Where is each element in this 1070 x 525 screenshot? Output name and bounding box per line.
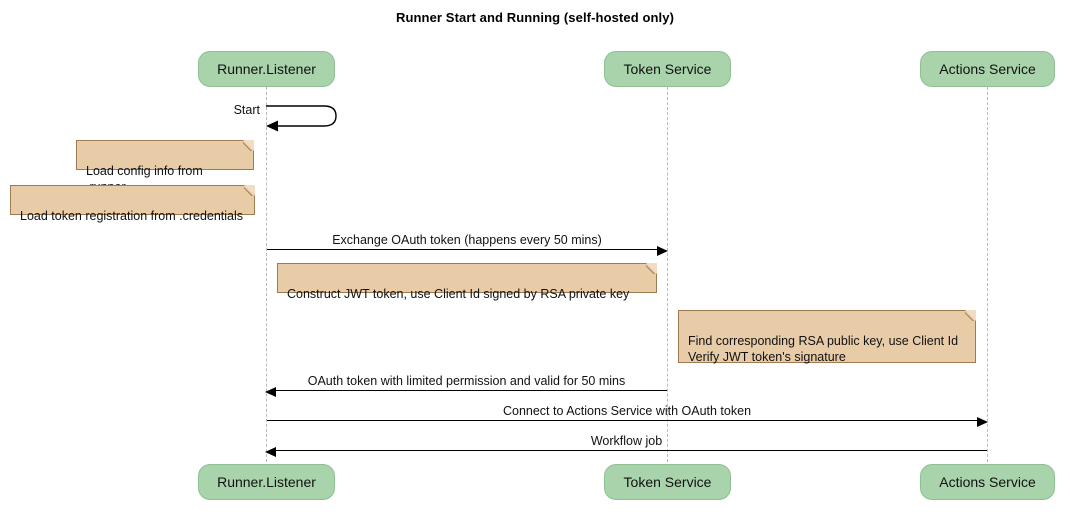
message-label-start: Start bbox=[233, 103, 260, 117]
message-connect-actions-service[interactable]: Connect to Actions Service with OAuth to… bbox=[267, 399, 988, 427]
participant-runner-top[interactable]: Runner.Listener bbox=[198, 51, 335, 87]
message-label: Workflow job bbox=[590, 434, 663, 448]
participant-label: Actions Service bbox=[939, 61, 1036, 77]
participant-label: Token Service bbox=[623, 61, 712, 77]
note-text: Load token registration from .credential… bbox=[20, 209, 244, 223]
message-self-start[interactable] bbox=[262, 100, 348, 141]
participant-token-top[interactable]: Token Service bbox=[604, 51, 731, 87]
participant-runner-bottom[interactable]: Runner.Listener bbox=[198, 464, 335, 500]
page-title: Runner Start and Running (self-hosted on… bbox=[395, 10, 675, 25]
participant-actions-bottom[interactable]: Actions Service bbox=[920, 464, 1055, 500]
note-fold-edge-icon bbox=[244, 185, 255, 196]
note-fold-edge-icon bbox=[965, 310, 976, 321]
participant-label: Runner.Listener bbox=[217, 61, 316, 77]
lifeline-actions bbox=[987, 87, 988, 462]
message-label: Connect to Actions Service with OAuth to… bbox=[502, 404, 752, 418]
message-workflow-job[interactable]: Workflow job bbox=[265, 429, 987, 457]
participant-label: Runner.Listener bbox=[217, 474, 316, 490]
note-fold-edge-icon bbox=[243, 140, 254, 151]
note-load-token-registration: Load token registration from .credential… bbox=[10, 185, 255, 223]
note-load-config: Load config info from .runner bbox=[76, 140, 254, 194]
participant-label: Token Service bbox=[623, 474, 712, 490]
lifeline-runner bbox=[266, 87, 267, 462]
message-label: Exchange OAuth token (happens every 50 m… bbox=[332, 233, 602, 247]
note-verify-jwt: Find corresponding RSA public key, use C… bbox=[678, 310, 976, 364]
lifeline-token bbox=[667, 87, 668, 462]
message-exchange-oauth-token[interactable]: Exchange OAuth token (happens every 50 m… bbox=[267, 228, 668, 256]
message-label: OAuth token with limited permission and … bbox=[307, 374, 626, 388]
note-fold-edge-icon bbox=[646, 263, 657, 274]
participant-actions-top[interactable]: Actions Service bbox=[920, 51, 1055, 87]
note-text: Find corresponding RSA public key, use C… bbox=[688, 334, 959, 364]
message-oauth-token-response[interactable]: OAuth token with limited permission and … bbox=[265, 369, 667, 397]
note-construct-jwt: Construct JWT token, use Client Id signe… bbox=[277, 263, 657, 301]
participant-label: Actions Service bbox=[939, 474, 1036, 490]
note-text: Construct JWT token, use Client Id signe… bbox=[287, 287, 630, 301]
participant-token-bottom[interactable]: Token Service bbox=[604, 464, 731, 500]
